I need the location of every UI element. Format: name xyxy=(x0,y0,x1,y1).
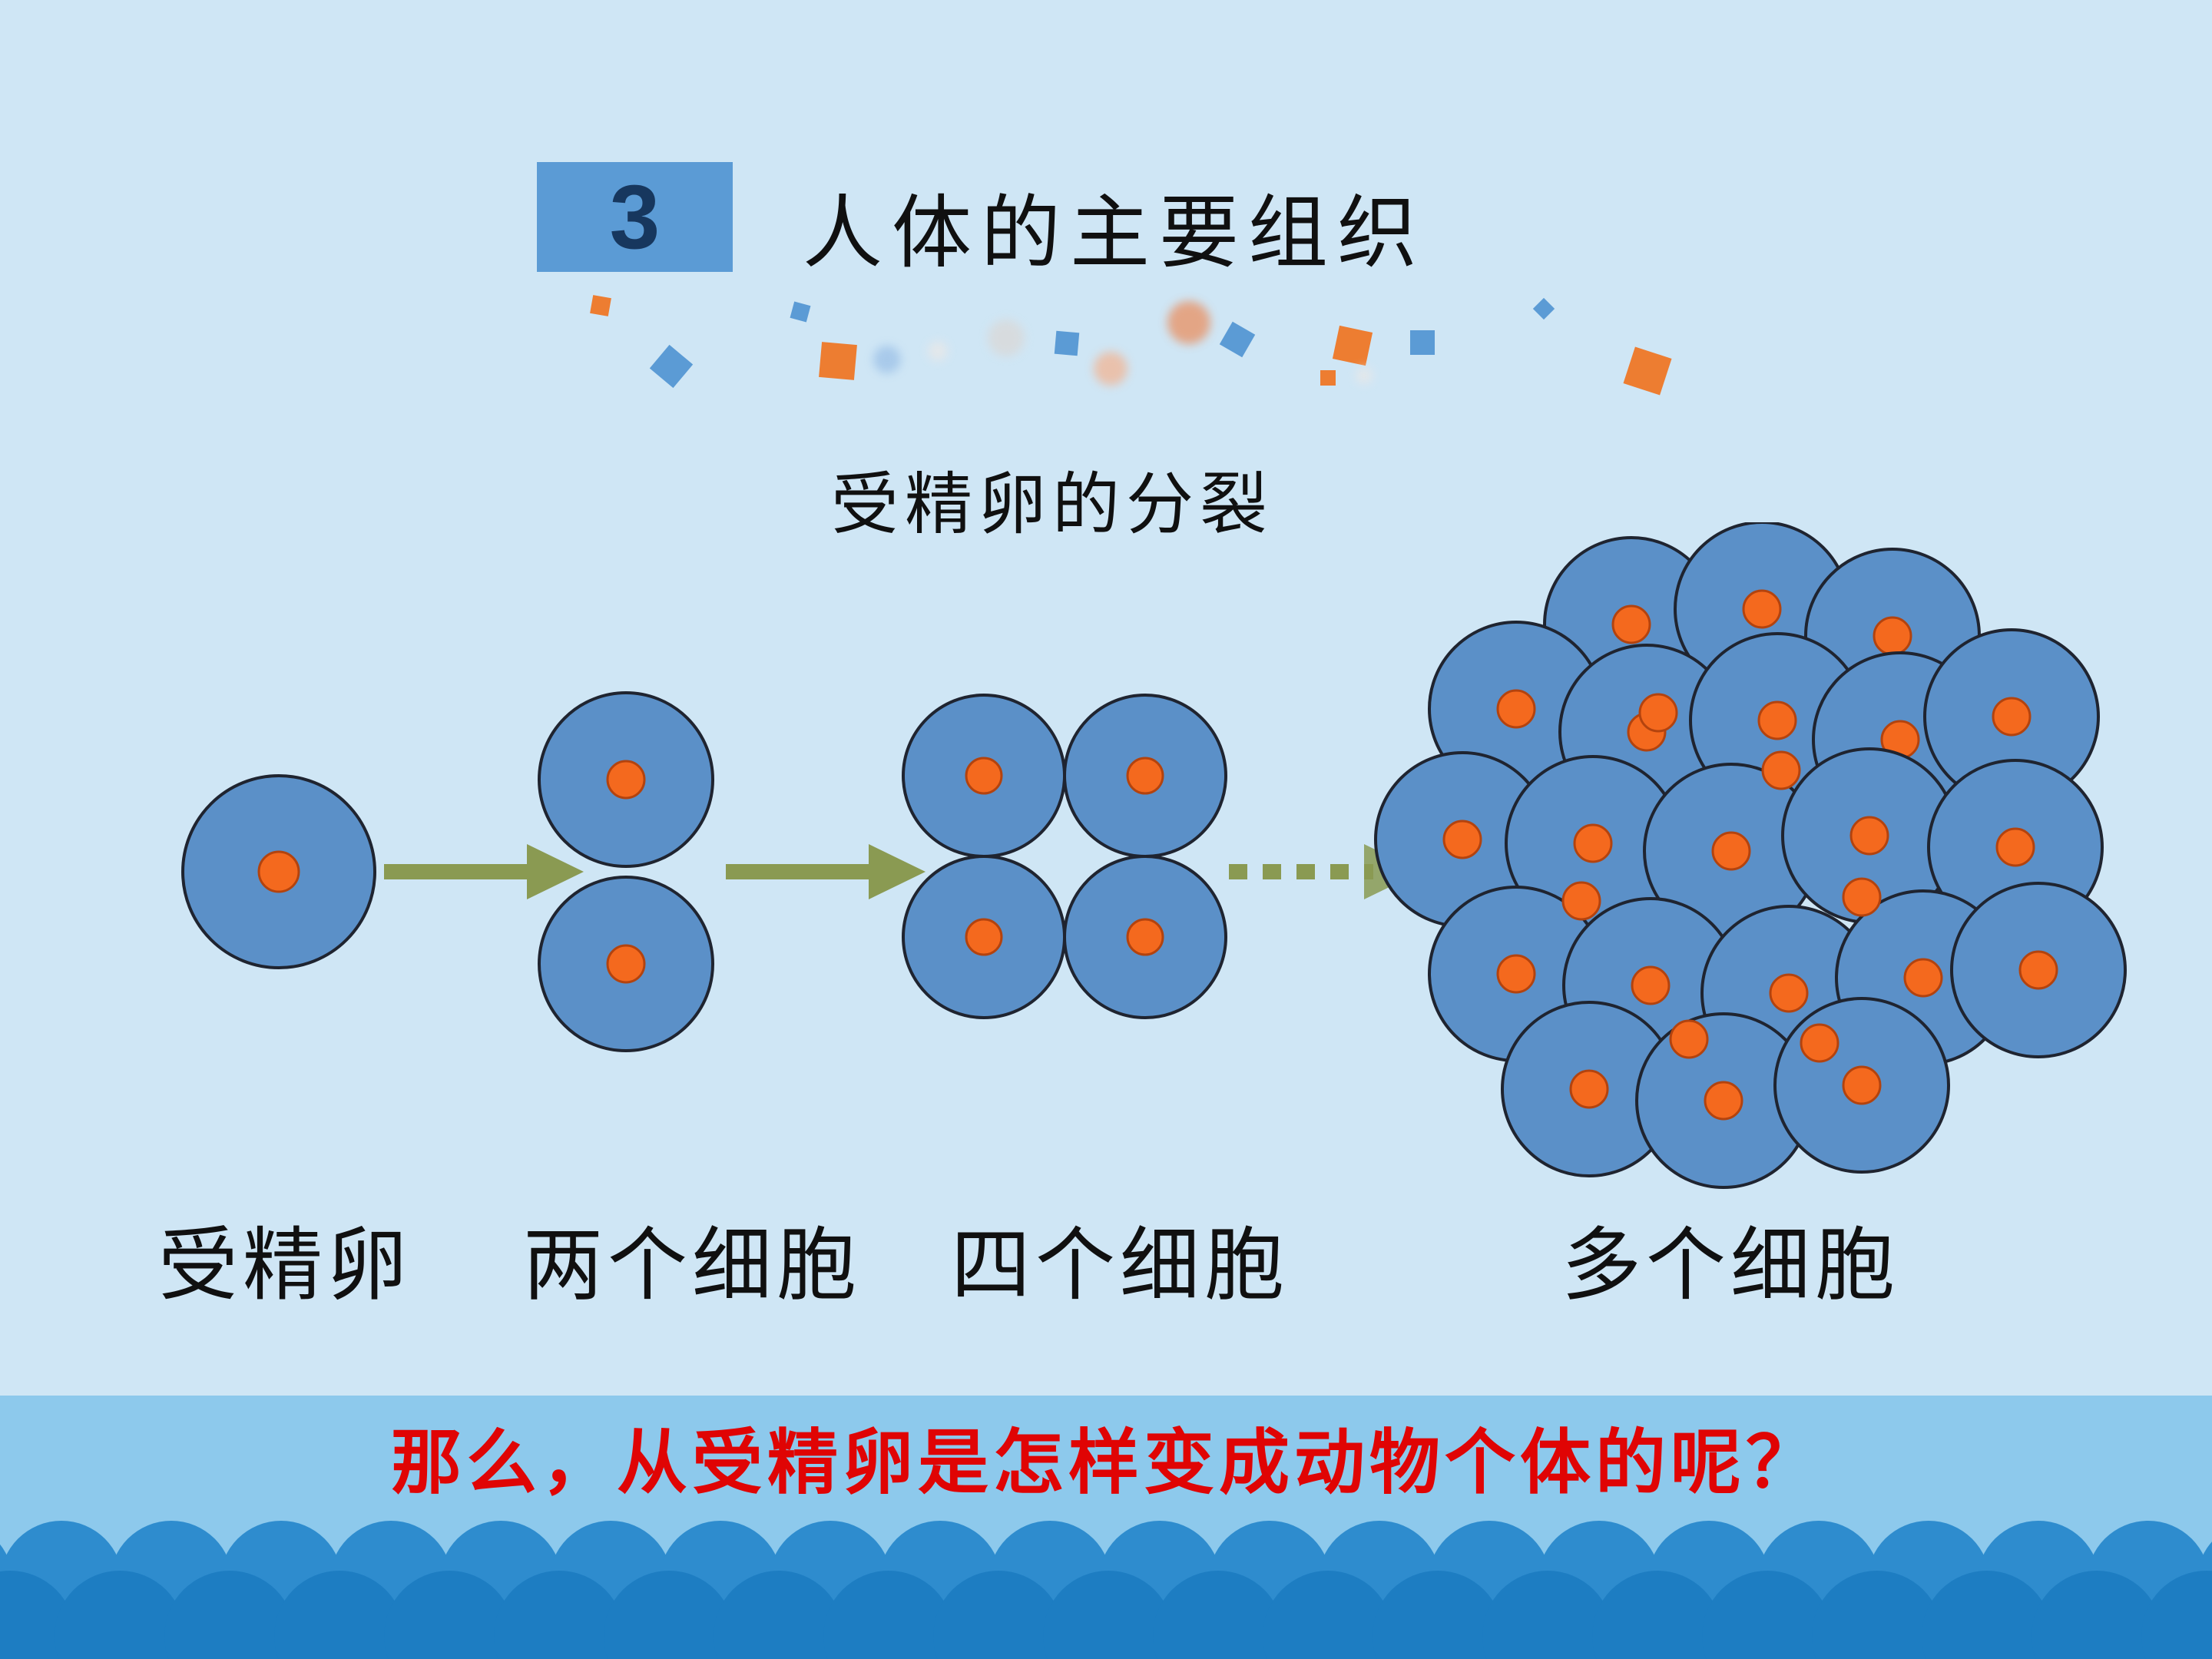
cell-nucleus xyxy=(257,850,300,893)
cell-nucleus xyxy=(1126,757,1164,795)
confetti-square xyxy=(1054,330,1080,356)
four-cell-stage xyxy=(902,694,1227,1019)
cell-nucleus xyxy=(606,944,646,984)
cell-nucleus xyxy=(1442,820,1482,859)
cell-nucleus xyxy=(965,757,1003,795)
confetti-dot xyxy=(988,320,1025,356)
cell-nucleus xyxy=(965,918,1003,956)
question-text: 那么，从受精卵是怎样变成动物个体的呢？ xyxy=(390,1424,1821,1502)
confetti-dot xyxy=(1356,367,1373,384)
cell-nucleus xyxy=(1711,831,1751,871)
arrow-head xyxy=(869,844,926,899)
cell-nucleus xyxy=(1126,918,1164,956)
cell-nucleus xyxy=(1496,689,1536,729)
confetti-dot xyxy=(1167,301,1210,344)
cell-nucleus xyxy=(1631,965,1671,1005)
cell-nucleus xyxy=(1903,958,1943,998)
cell-nucleus xyxy=(1573,823,1613,863)
stage-label-fertilized-egg: 受精卵 xyxy=(157,1222,412,1310)
hidden-cell-nucleus xyxy=(1638,693,1678,733)
section-number-box: 3 xyxy=(537,162,733,272)
confetti-square xyxy=(1410,330,1435,355)
hidden-cell-nucleus xyxy=(1761,750,1801,790)
cell-nucleus xyxy=(1849,816,1889,856)
confetti-dot xyxy=(928,341,948,361)
section-number: 3 xyxy=(609,166,661,268)
confetti-square xyxy=(1332,325,1373,366)
cell-nucleus xyxy=(1873,616,1912,656)
cell-nucleus xyxy=(1742,589,1782,629)
cell-nucleus xyxy=(1611,604,1651,644)
cell-nucleus xyxy=(1769,973,1809,1013)
division-arrow-1 xyxy=(384,844,584,899)
wave-decoration xyxy=(0,1509,2212,1659)
stage-label-many-cells: 多个细胞 xyxy=(1561,1222,1900,1310)
confetti-square xyxy=(1320,370,1336,386)
cell-nucleus xyxy=(1995,827,2035,867)
confetti-decoration xyxy=(0,0,2212,430)
cell-nucleus xyxy=(1992,697,2032,737)
cell-nucleus xyxy=(1569,1069,1609,1109)
cell-nucleus xyxy=(606,760,646,800)
confetti-dot xyxy=(1094,352,1128,386)
cell-nucleus xyxy=(2018,950,2058,990)
cell-nucleus xyxy=(1496,954,1536,994)
slide-subtitle: 受精卵的分裂 xyxy=(830,469,1273,543)
hidden-cell-nucleus xyxy=(1561,881,1601,921)
confetti-square xyxy=(790,301,811,323)
confetti-square xyxy=(1532,297,1555,320)
arrow-head xyxy=(527,844,584,899)
page-title: 人体的主要组织 xyxy=(803,190,1427,278)
cell-division-diagram xyxy=(181,522,2127,1189)
confetti-square xyxy=(590,295,611,316)
confetti-square xyxy=(649,344,694,389)
stage-label-two-cells: 两个细胞 xyxy=(522,1222,862,1310)
confetti-square xyxy=(1219,321,1256,358)
division-arrow-2 xyxy=(726,844,926,899)
hidden-cell-nucleus xyxy=(1669,1019,1709,1059)
confetti-dot xyxy=(873,346,901,373)
many-cell-cluster xyxy=(1374,522,2127,1189)
cell-nucleus xyxy=(1704,1081,1743,1121)
hidden-cell-nucleus xyxy=(1800,1023,1839,1063)
cell-nucleus xyxy=(1842,1065,1882,1105)
stage-label-four-cells: 四个细胞 xyxy=(950,1222,1290,1310)
confetti-square xyxy=(1623,346,1672,396)
confetti-square xyxy=(819,342,857,380)
two-cell-stage xyxy=(538,691,714,1052)
cell-nucleus xyxy=(1757,700,1797,740)
fertilized-egg-stage xyxy=(181,774,376,969)
hidden-cell-nucleus xyxy=(1842,877,1882,917)
